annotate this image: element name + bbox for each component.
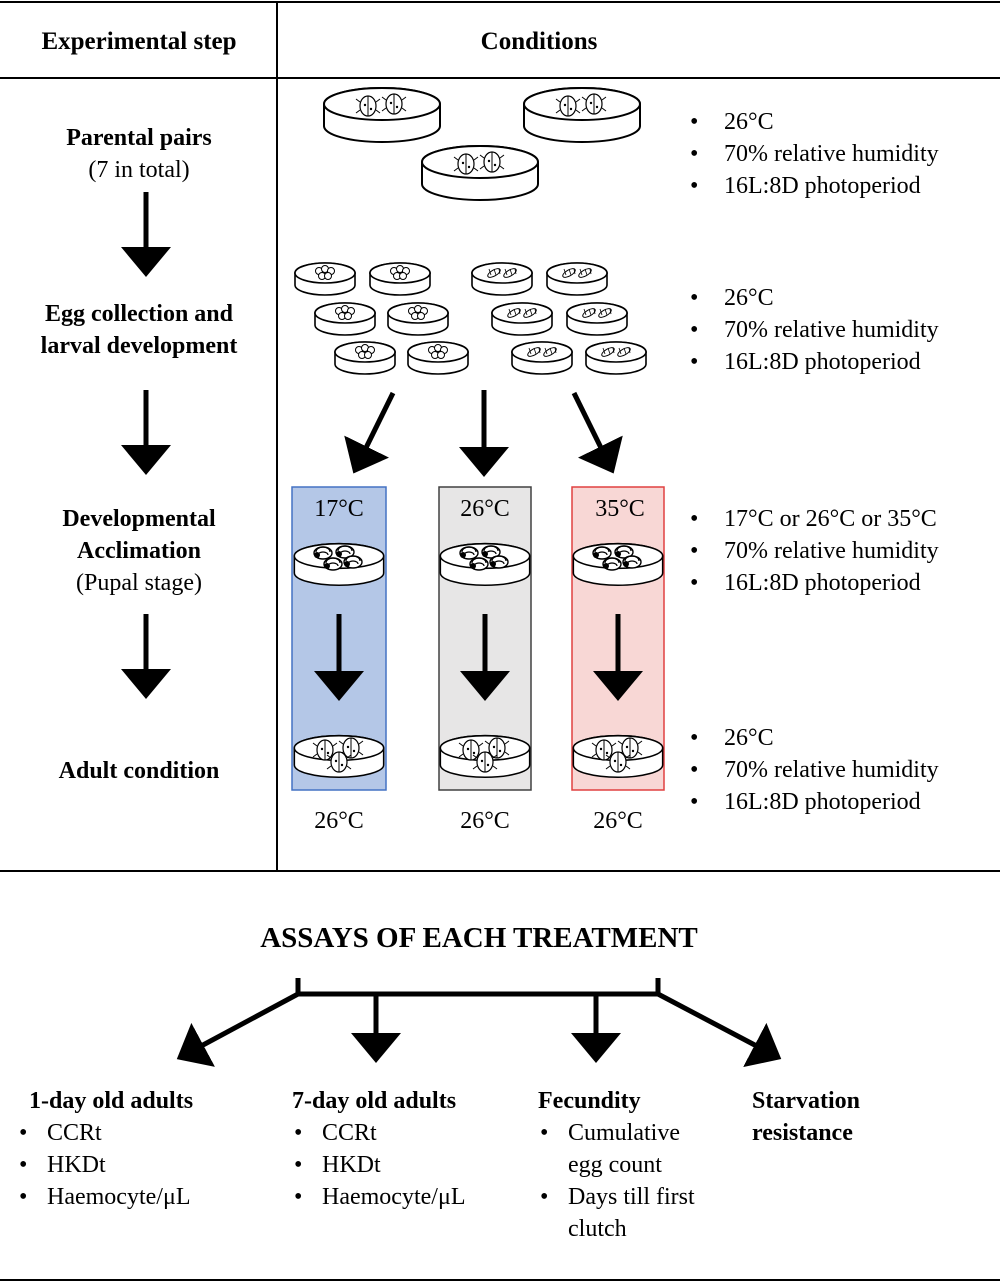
condition-item: 26°C <box>690 722 939 754</box>
conditions-parental: 26°C 70% relative humidity 16L:8D photop… <box>690 106 939 202</box>
split-arrows <box>344 390 623 477</box>
step-parental-pairs: Parental pairs (7 in total) <box>0 122 278 186</box>
egg-dishes <box>294 262 469 375</box>
assay-item: HKDt <box>17 1149 193 1181</box>
condition-item: 16L:8D photoperiod <box>690 567 939 599</box>
conditions-adult: 26°C 70% relative humidity 16L:8D photop… <box>690 722 939 818</box>
step-title: Parental pairs <box>66 125 212 151</box>
assay-heading-line2: resistance <box>752 1120 853 1146</box>
adult-dishes <box>293 734 664 779</box>
condition-item: 16L:8D photoperiod <box>690 170 939 202</box>
assay-column-fecundity: Fecundity Cumulative egg count Days till… <box>538 1085 695 1245</box>
condition-item: 16L:8D photoperiod <box>690 786 939 818</box>
box-arrows <box>314 614 643 701</box>
assay-heading: Fecundity <box>538 1088 641 1114</box>
step-title-line2: larval development <box>40 333 238 359</box>
treatment-temp-hot: 35°C <box>595 496 645 522</box>
assay-branches <box>176 978 782 1068</box>
assay-column-7day: 7-day old adults CCRt HKDt Haemocyte/μL <box>292 1085 465 1213</box>
assay-item-continuation: clutch <box>568 1216 627 1242</box>
header-experimental-step: Experimental step <box>41 28 237 55</box>
step-title: Egg collection and <box>44 301 233 327</box>
assays-title: ASSAYS OF EACH TREATMENT <box>260 922 698 954</box>
assay-item: Haemocyte/μL <box>17 1181 193 1213</box>
assay-heading: Starvation <box>752 1088 860 1114</box>
condition-item: 70% relative humidity <box>690 138 939 170</box>
step-title-line2: Acclimation <box>77 538 201 564</box>
assay-heading: 7-day old adults <box>292 1088 457 1114</box>
pupa-dishes <box>293 542 664 587</box>
step-subtitle: (Pupal stage) <box>76 570 202 596</box>
adult-temp-cold: 26°C <box>314 808 364 834</box>
conditions-acclimation: 17°C or 26°C or 35°C 70% relative humidi… <box>690 503 939 599</box>
assay-item: CCRt <box>292 1117 465 1149</box>
adult-temp-hot: 26°C <box>593 808 643 834</box>
step-adult-condition: Adult condition <box>0 755 278 787</box>
conditions-egg: 26°C 70% relative humidity 16L:8D photop… <box>690 282 939 378</box>
step-developmental-acclimation: Developmental Acclimation (Pupal stage) <box>0 503 278 599</box>
assay-item: HKDt <box>292 1149 465 1181</box>
condition-item: 70% relative humidity <box>690 535 939 567</box>
parental-dishes <box>323 87 641 201</box>
assay-item: CCRt <box>17 1117 193 1149</box>
larva-dishes <box>471 262 647 375</box>
assay-column-1day: 1-day old adults CCRt HKDt Haemocyte/μL <box>17 1085 193 1213</box>
treatment-temp-control: 26°C <box>460 496 510 522</box>
condition-item: 70% relative humidity <box>690 314 939 346</box>
assay-column-starvation: Starvation resistance <box>752 1085 860 1149</box>
condition-item: 16L:8D photoperiod <box>690 346 939 378</box>
step-title: Developmental <box>62 506 216 532</box>
step-egg-collection: Egg collection and larval development <box>0 298 278 362</box>
header-conditions: Conditions <box>480 28 598 55</box>
step-title: Adult condition <box>58 758 220 784</box>
assay-item: Haemocyte/μL <box>292 1181 465 1213</box>
condition-item: 26°C <box>690 282 939 314</box>
assay-item: Cumulative <box>538 1117 695 1149</box>
assay-item-continuation: egg count <box>568 1152 662 1178</box>
adult-temp-control: 26°C <box>460 808 510 834</box>
step-subtitle: (7 in total) <box>88 157 190 183</box>
assay-item: Days till first <box>538 1181 695 1213</box>
condition-item: 26°C <box>690 106 939 138</box>
treatment-temp-cold: 17°C <box>314 496 364 522</box>
assay-heading: 1-day old adults <box>29 1088 194 1114</box>
condition-item: 70% relative humidity <box>690 754 939 786</box>
condition-item: 17°C or 26°C or 35°C <box>690 503 939 535</box>
